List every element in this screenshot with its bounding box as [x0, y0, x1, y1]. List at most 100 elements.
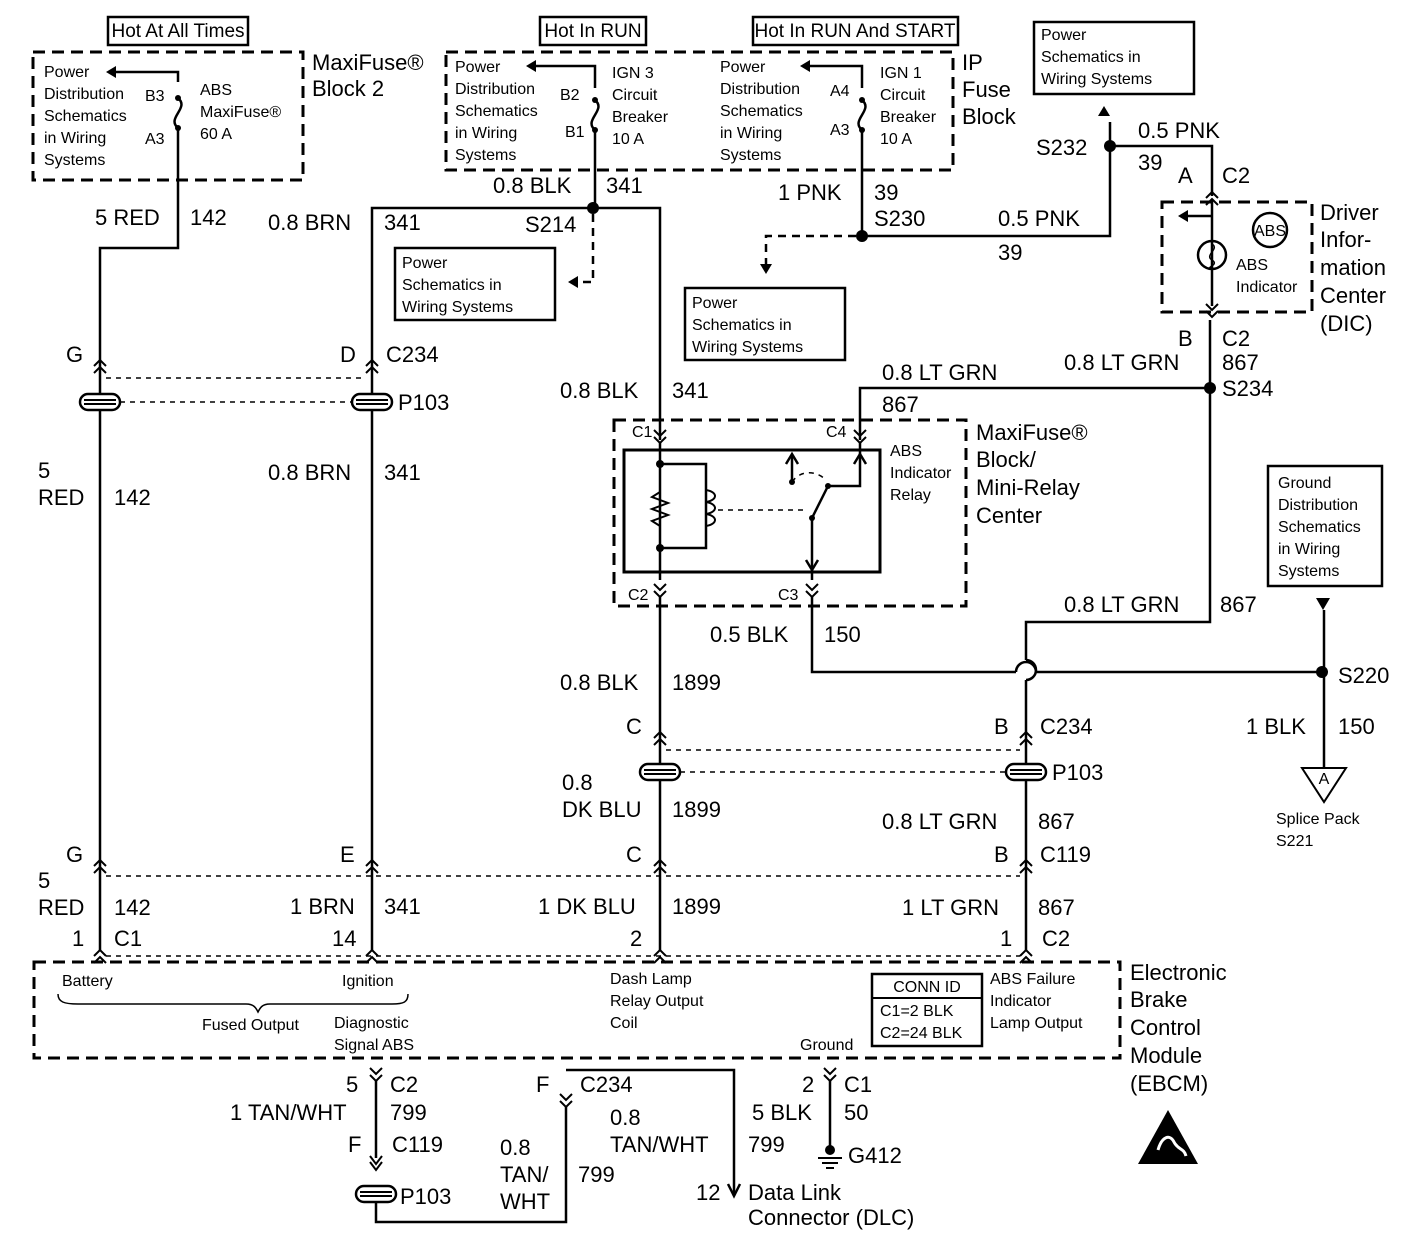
svg-text:C1: C1	[844, 1072, 872, 1097]
svg-text:MaxiFuse®: MaxiFuse®	[312, 50, 424, 75]
svg-text:(DIC): (DIC)	[1320, 311, 1373, 336]
svg-text:IGN 3: IGN 3	[612, 65, 654, 82]
svg-text:C2=24 BLK: C2=24 BLK	[880, 1025, 963, 1042]
svg-text:C234: C234	[386, 342, 439, 367]
svg-text:A3: A3	[830, 122, 850, 139]
svg-text:1899: 1899	[672, 797, 721, 822]
svg-text:Block: Block	[962, 104, 1017, 129]
svg-text:Power: Power	[455, 59, 501, 76]
svg-text:A: A	[1178, 163, 1193, 188]
svg-text:Relay Output: Relay Output	[610, 993, 704, 1010]
svg-text:G412: G412	[848, 1143, 902, 1168]
svg-text:C119: C119	[1040, 842, 1091, 867]
svg-text:Power: Power	[44, 64, 90, 81]
svg-text:C3: C3	[778, 587, 799, 604]
svg-text:0.8 LT GRN: 0.8 LT GRN	[1064, 350, 1179, 375]
svg-text:5: 5	[38, 458, 50, 483]
svg-text:Distribution: Distribution	[455, 81, 535, 98]
svg-text:39: 39	[998, 240, 1022, 265]
svg-text:341: 341	[672, 378, 709, 403]
svg-text:Schematics in: Schematics in	[1041, 49, 1141, 66]
svg-text:in Wiring: in Wiring	[455, 125, 517, 142]
svg-text:Ground: Ground	[1278, 475, 1331, 492]
svg-text:Power: Power	[1041, 27, 1087, 44]
svg-text:B: B	[994, 714, 1009, 739]
svg-text:Block/: Block/	[976, 447, 1037, 472]
svg-text:0.5 PNK: 0.5 PNK	[1138, 118, 1220, 143]
svg-text:0.8 BRN: 0.8 BRN	[268, 210, 351, 235]
hot-in-run-label: Hot In RUN	[538, 15, 648, 47]
svg-text:1 BLK: 1 BLK	[1246, 714, 1306, 739]
svg-text:F: F	[536, 1072, 549, 1097]
svg-text:Indicator: Indicator	[1236, 279, 1298, 296]
svg-text:0.8 BLK: 0.8 BLK	[560, 670, 639, 695]
svg-text:10 A: 10 A	[612, 131, 644, 148]
svg-text:867: 867	[882, 392, 919, 417]
svg-text:Fused Output: Fused Output	[202, 1017, 300, 1034]
svg-text:ABS: ABS	[1236, 257, 1268, 274]
svg-text:Driver: Driver	[1320, 200, 1379, 225]
svg-text:Schematics: Schematics	[720, 103, 803, 120]
svg-text:Systems: Systems	[1278, 563, 1339, 580]
svg-text:A: A	[1319, 771, 1330, 788]
svg-text:60 A: 60 A	[200, 126, 232, 143]
svg-text:Breaker: Breaker	[880, 109, 937, 126]
svg-text:341: 341	[606, 173, 643, 198]
svg-text:341: 341	[384, 210, 421, 235]
svg-text:0.8 LT GRN: 0.8 LT GRN	[1064, 592, 1179, 617]
pds-box-top-right: Power Schematics in Wiring Systems	[1032, 20, 1196, 96]
svg-text:Schematics in: Schematics in	[692, 317, 792, 334]
svg-text:Indicator: Indicator	[990, 993, 1052, 1010]
svg-text:Wiring Systems: Wiring Systems	[1041, 71, 1152, 88]
svg-text:S221: S221	[1276, 833, 1313, 850]
ebcm-connectors: 1 C1 14 2 1 C2	[72, 926, 1070, 964]
svg-text:12: 12	[696, 1180, 720, 1205]
svg-text:in Wiring: in Wiring	[1278, 541, 1340, 558]
svg-text:C119: C119	[392, 1132, 443, 1157]
svg-text:Systems: Systems	[455, 147, 516, 164]
svg-text:Control: Control	[1130, 1015, 1201, 1040]
wire-150: 0.5 BLK 150 S220 1 BLK 150 A Splice Pack…	[710, 596, 1389, 850]
svg-text:ABS Failure: ABS Failure	[990, 971, 1075, 988]
driver-information-center: A C2 ABS ABS Indicator B C2 Driver Infor…	[1160, 163, 1386, 351]
svg-text:Hot In RUN And START: Hot In RUN And START	[755, 21, 956, 42]
svg-text:Power: Power	[720, 59, 766, 76]
wire-39-pnk: 1 PNK 39 S230 0.5 PNK 39 S232 0.5 PNK 39	[760, 118, 1220, 274]
wire-50-ground: 2 C1 5 BLK 50 G412	[752, 1067, 902, 1169]
svg-text:50: 50	[844, 1100, 868, 1125]
svg-text:1: 1	[72, 926, 84, 951]
svg-text:Fuse: Fuse	[962, 77, 1011, 102]
svg-text:B: B	[994, 842, 1009, 867]
svg-text:Coil: Coil	[610, 1015, 638, 1032]
arrow-down-icon	[1316, 598, 1330, 610]
svg-text:C: C	[626, 714, 642, 739]
svg-text:Diagnostic: Diagnostic	[334, 1015, 409, 1032]
svg-text:F: F	[348, 1132, 361, 1157]
svg-text:341: 341	[384, 460, 421, 485]
svg-text:B: B	[1178, 326, 1193, 351]
svg-text:0.5 BLK: 0.5 BLK	[710, 622, 789, 647]
svg-text:B2: B2	[560, 87, 580, 104]
esd-warning-icon	[1138, 1110, 1198, 1164]
svg-text:150: 150	[1338, 714, 1375, 739]
svg-text:P103: P103	[398, 390, 449, 415]
svg-text:2: 2	[630, 926, 642, 951]
svg-text:799: 799	[748, 1132, 785, 1157]
gds-box: Ground Distribution Schematics in Wiring…	[1266, 464, 1384, 588]
svg-text:Schematics in: Schematics in	[402, 277, 502, 294]
svg-text:Center: Center	[976, 503, 1042, 528]
svg-text:S220: S220	[1338, 663, 1389, 688]
svg-text:Battery: Battery	[62, 973, 113, 990]
svg-text:799: 799	[578, 1162, 615, 1187]
svg-text:Circuit: Circuit	[612, 87, 658, 104]
svg-text:Connector (DLC): Connector (DLC)	[748, 1205, 914, 1230]
svg-text:A3: A3	[145, 131, 165, 148]
svg-text:10 A: 10 A	[880, 131, 912, 148]
svg-text:(EBCM): (EBCM)	[1130, 1071, 1208, 1096]
svg-text:C1: C1	[632, 424, 653, 441]
svg-text:P103: P103	[1052, 760, 1103, 785]
svg-text:Distribution: Distribution	[44, 86, 124, 103]
svg-text:C4: C4	[826, 424, 847, 441]
svg-text:0.5 PNK: 0.5 PNK	[998, 206, 1080, 231]
svg-text:1: 1	[1000, 926, 1012, 951]
